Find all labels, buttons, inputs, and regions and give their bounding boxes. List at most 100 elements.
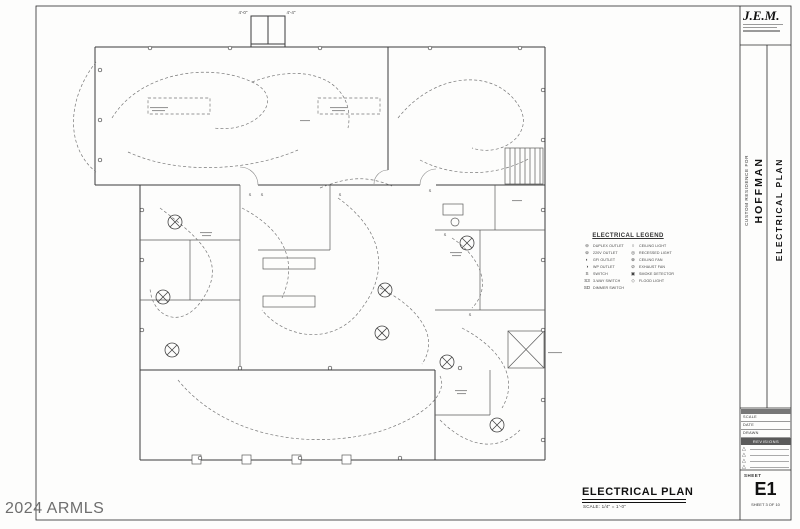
legend-item-label: GFI OUTLET: [593, 257, 616, 262]
project-label-wrap: CUSTOM RESIDENCE FOR: [741, 70, 751, 310]
outlet-symbols-group: [97, 45, 546, 461]
revision-line: [750, 466, 789, 468]
plan-title-underline: [582, 499, 686, 501]
svg-text:S: S: [429, 188, 432, 193]
svg-text:S: S: [249, 192, 252, 197]
armls-watermark: 2024 ARMLS: [5, 500, 105, 517]
legend-item-label: 3-WAY SWITCH: [593, 278, 621, 283]
plan-title: ELECTRICAL PLAN: [582, 486, 694, 498]
legend-item-label: DUPLEX OUTLET: [593, 243, 624, 248]
legend-symbol-icon: ▣: [630, 270, 636, 276]
firm-address-line: [743, 24, 783, 26]
legend-item: ◎ RECESSED LIGHT: [629, 249, 674, 256]
spa-square: [507, 330, 545, 369]
legend-symbol-icon: ◐: [585, 257, 589, 262]
project-name-wrap: HOFFMAN: [751, 70, 766, 310]
legend-item-label: SMOKE DETECTOR: [639, 271, 675, 276]
legend-symbol-icon: ⊖: [585, 242, 589, 248]
legend-title: ELECTRICAL LEGEND: [592, 233, 664, 239]
dimension-labels-group: 4'-0" 4'-4": [239, 10, 296, 15]
info-table-row: SCALE: [741, 414, 791, 422]
legend-symbol-icon: ◎: [631, 249, 636, 255]
legend-item: ⊘ EXHAUST FAN: [629, 263, 674, 270]
plan-scale-note: SCALE: 1/4" = 1'-0": [583, 504, 626, 509]
door-arcs-group: [239, 166, 437, 186]
legend-item: ○ CEILING LIGHT: [629, 242, 674, 249]
firm-address-line: [743, 27, 777, 29]
legend-item: ◇ FLOOD LIGHT: [629, 277, 674, 284]
sheet-label: SHEET: [744, 473, 762, 478]
circuit-wiring-group: [73, 61, 531, 445]
svg-text:S: S: [469, 312, 472, 317]
project-label: CUSTOM RESIDENCE FOR: [743, 154, 749, 226]
revision-row: △: [742, 464, 791, 470]
revision-line: [750, 454, 789, 456]
legend-symbol-icon: ○: [631, 243, 635, 248]
legend-item: ⊗ CEILING FAN: [629, 256, 674, 263]
plan-title-underline: [582, 501, 686, 503]
sheet-of-text: SHEET 3 OF 10: [751, 502, 780, 507]
electrical-legend: ELECTRICAL LEGEND ⊖ DUPLEX OUTLET ⊜ 220V…: [583, 233, 674, 291]
revisions-header: REVISIONS: [741, 438, 791, 445]
revision-delta-icon: △: [742, 464, 746, 470]
svg-text:S: S: [261, 192, 264, 197]
interior-partitions-group: [140, 185, 545, 465]
project-name: HOFFMAN: [752, 156, 765, 224]
legend-item-label: CEILING FAN: [639, 257, 663, 262]
legend-columns: ⊖ DUPLEX OUTLET ⊜ 220V OUTLET ◐ GFI OUTL…: [583, 242, 674, 291]
info-table-header: [741, 409, 791, 414]
legend-symbol-icon: ⊜: [585, 249, 589, 255]
legend-symbol-icon: ◇: [631, 277, 635, 283]
firm-logo-text: J.E.M.: [743, 8, 780, 23]
info-table-row: DRAWN: [741, 430, 791, 438]
revision-delta-icon: △: [742, 452, 746, 458]
legend-item-label: DIMMER SWITCH: [593, 285, 625, 290]
legend-item: ◑ WP OUTLET: [583, 263, 624, 270]
sheet-title-vertical: ELECTRICAL PLAN: [774, 158, 784, 262]
legend-item-label: WP OUTLET: [593, 264, 615, 269]
legend-symbol-icon: ⊘: [631, 263, 635, 269]
legend-item-label: FLOOD LIGHT: [639, 278, 665, 283]
legend-item-label: RECESSED LIGHT: [639, 250, 672, 255]
legend-item-label: EXHAUST FAN: [639, 264, 666, 269]
annotation-marks-group: [150, 107, 562, 395]
legend-item: S3 3-WAY SWITCH: [583, 277, 624, 284]
legend-symbol-icon: SD: [583, 285, 591, 290]
switch-symbols-group: S S S S S S: [249, 188, 472, 317]
svg-text:S: S: [444, 232, 447, 237]
svg-text:4'-4": 4'-4": [287, 10, 296, 15]
legend-item: ◐ GFI OUTLET: [583, 256, 624, 263]
legend-item: S SWITCH: [583, 270, 624, 277]
info-table-row: DATE: [741, 422, 791, 430]
legend-column-right: ○ CEILING LIGHT ◎ RECESSED LIGHT ⊗ CEILI…: [629, 242, 674, 291]
firm-logo: J.E.M.: [743, 9, 789, 43]
svg-text:S: S: [339, 192, 342, 197]
revision-row: △: [742, 452, 791, 458]
legend-column-left: ⊖ DUPLEX OUTLET ⊜ 220V OUTLET ◐ GFI OUTL…: [583, 242, 624, 291]
garage-skylight-outlines: [147, 97, 381, 115]
svg-text:4'-0": 4'-0": [239, 10, 248, 15]
legend-item: ▣ SMOKE DETECTOR: [629, 270, 674, 277]
revision-line: [750, 448, 789, 450]
legend-symbol-icon: ⊗: [631, 256, 635, 262]
sheet-border: [35, 5, 792, 521]
legend-item-label: 220V OUTLET: [593, 250, 618, 255]
revision-row: △: [742, 446, 791, 452]
legend-symbol-icon: S3: [584, 278, 590, 283]
legend-item-label: SWITCH: [593, 271, 608, 276]
legend-item: ⊖ DUPLEX OUTLET: [583, 242, 624, 249]
revision-line: [750, 460, 789, 462]
sheet-title-wrap: ELECTRICAL PLAN: [768, 90, 790, 330]
revision-delta-icon: △: [742, 446, 746, 452]
legend-symbol-icon: S: [585, 271, 589, 276]
titleblock-info-table: SCALE DATE DRAWN: [741, 409, 791, 438]
revision-delta-icon: △: [742, 458, 746, 464]
revision-delta-list: △ △ △ △: [742, 446, 791, 470]
legend-item-label: CEILING LIGHT: [639, 243, 667, 248]
firm-address-line: [743, 30, 780, 32]
legend-item: SD DIMMER SWITCH: [583, 284, 624, 291]
stairs-group: [504, 147, 544, 185]
exterior-walls-group: [94, 15, 546, 461]
